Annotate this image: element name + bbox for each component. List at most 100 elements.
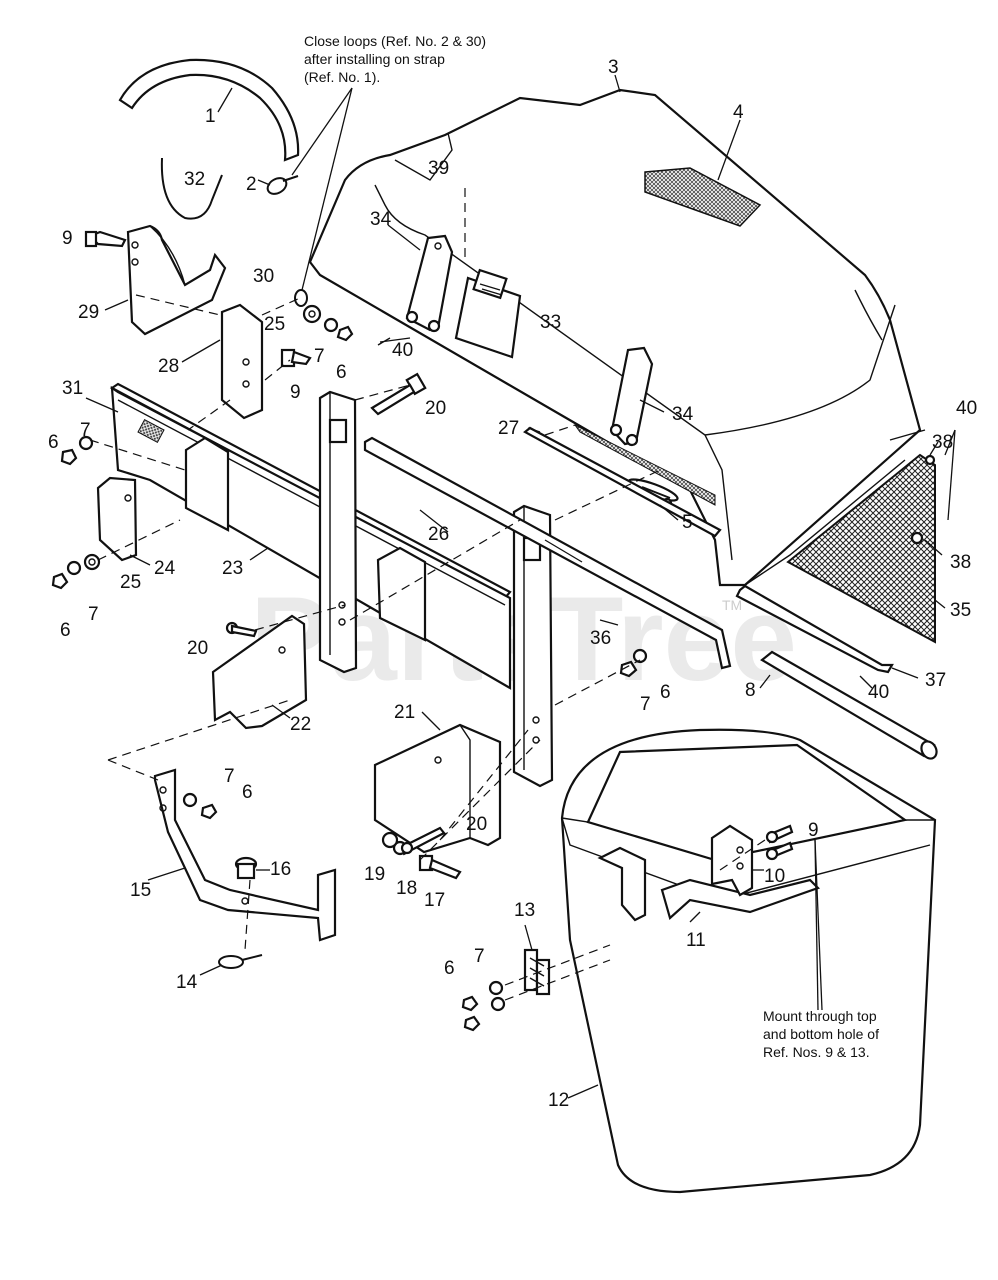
cable-part (160, 157, 223, 220)
part-label-37: 37 (925, 670, 946, 691)
tube-part (760, 650, 938, 760)
part-label-26: 26 (428, 524, 449, 545)
clip-2-part (266, 175, 299, 195)
hinge-bracket-right (609, 346, 654, 447)
upright-right (512, 504, 554, 788)
upright-left (318, 390, 358, 674)
part-label-2: 2 (246, 174, 257, 195)
part-label-18: 18 (396, 878, 417, 899)
part-label-40c: 40 (868, 682, 889, 703)
part-label-7b: 7 (80, 420, 91, 441)
note-bottom-line-1: Mount through top (763, 1008, 877, 1024)
assembly-note-bottom: Mount through top and bottom hole of Ref… (763, 1008, 879, 1060)
part-label-21: 21 (394, 702, 415, 723)
bolt-9-middle (280, 348, 312, 368)
part-label-30: 30 (253, 266, 274, 287)
part-label-39: 39 (428, 158, 449, 179)
main-frame-part (109, 382, 512, 690)
part-label-27: 27 (498, 418, 519, 439)
part-label-9b: 9 (290, 382, 301, 403)
latch-plate-part (454, 268, 522, 359)
decal-part (644, 167, 762, 227)
part-label-8: 8 (745, 680, 756, 701)
note-top-line-1: Close loops (Ref. No. 2 & 30) (304, 33, 486, 49)
part-label-38a: 38 (932, 432, 953, 453)
part-label-5: 5 (682, 512, 693, 533)
part-label-29: 29 (78, 302, 99, 323)
note-top-line-3: (Ref. No. 1). (304, 69, 380, 85)
bolt-20-top (370, 372, 427, 416)
part-label-7e: 7 (224, 766, 235, 787)
part-label-20b: 20 (187, 638, 208, 659)
part-label-7f: 7 (474, 946, 485, 967)
part-label-40a: 40 (392, 340, 413, 361)
note-top-line-2: after installing on strap (304, 51, 445, 67)
part-label-31: 31 (62, 378, 83, 399)
part-label-9c: 9 (808, 820, 819, 841)
bag-bracket-part (710, 824, 794, 897)
assembly-note-top: Close loops (Ref. No. 2 & 30) after inst… (304, 33, 486, 85)
side-plate-24 (96, 476, 138, 562)
part-label-34b: 34 (672, 404, 694, 425)
hardware-cluster-left (51, 435, 101, 590)
mount-plate-part (220, 303, 264, 420)
part-label-7c: 7 (88, 604, 99, 625)
part-label-36: 36 (590, 628, 611, 649)
long-bar-part (363, 436, 732, 670)
part-label-14: 14 (176, 972, 198, 993)
part-label-6b: 6 (48, 432, 59, 453)
part-label-34a: 34 (370, 209, 392, 230)
part-label-38b: 38 (950, 552, 971, 573)
mesh-strip (574, 424, 716, 506)
part-label-32: 32 (184, 169, 205, 190)
part-label-33: 33 (540, 312, 561, 333)
part-label-11: 11 (686, 930, 706, 951)
note-arrows (291, 87, 823, 1011)
mesh-screen-part (786, 453, 936, 644)
part-label-4: 4 (733, 102, 744, 123)
part-label-3: 3 (608, 57, 619, 78)
part-label-7d: 7 (640, 694, 651, 715)
bracket-22-part (211, 614, 308, 730)
part-label-16: 16 (270, 859, 291, 880)
part-label-12: 12 (548, 1090, 569, 1111)
strap-bracket-part (126, 224, 227, 336)
part-label-6f: 6 (444, 958, 455, 979)
hinge-bracket-left (405, 234, 454, 333)
part-label-9a: 9 (62, 228, 73, 249)
part-label-20a: 20 (425, 398, 446, 419)
support-rod-part (735, 584, 894, 674)
hardware-cluster-bottom (461, 980, 506, 1032)
grass-bag-part (560, 728, 937, 1194)
part-labels: 1 2 3 4 5 6 6 6 6 6 6 7 7 7 7 7 7 8 9 9 … (48, 57, 977, 1111)
part-label-23: 23 (222, 558, 243, 579)
bolt-9-left (84, 230, 127, 248)
part-label-7a: 7 (314, 346, 325, 367)
part-label-6d: 6 (660, 682, 671, 703)
part-label-35: 35 (950, 600, 971, 621)
latch-13-part (523, 948, 551, 996)
part-label-19: 19 (364, 864, 385, 885)
part-label-10: 10 (764, 866, 785, 887)
part-label-25a: 25 (264, 314, 285, 335)
alignment-lines (89, 188, 766, 1001)
part-label-20c: 20 (466, 814, 487, 835)
part-label-28: 28 (158, 356, 179, 377)
part-label-13: 13 (514, 900, 535, 921)
part-label-24: 24 (154, 558, 176, 579)
part-label-25b: 25 (120, 572, 141, 593)
part-label-17: 17 (424, 890, 445, 911)
note-bottom-line-3: Ref. Nos. 9 & 13. (763, 1044, 870, 1060)
part-label-6e: 6 (242, 782, 253, 803)
part-label-22: 22 (290, 714, 311, 735)
hinge-rod-part (523, 426, 722, 538)
hardware-cluster-center (182, 648, 648, 880)
hardware-cluster-top (294, 289, 391, 346)
part-label-1: 1 (205, 106, 216, 127)
part-label-40b: 40 (956, 398, 977, 419)
leader-lines (85, 74, 956, 1099)
hood-cover-part (308, 88, 926, 587)
watermark-trademark: TM (722, 597, 742, 613)
strap-part (118, 58, 300, 162)
